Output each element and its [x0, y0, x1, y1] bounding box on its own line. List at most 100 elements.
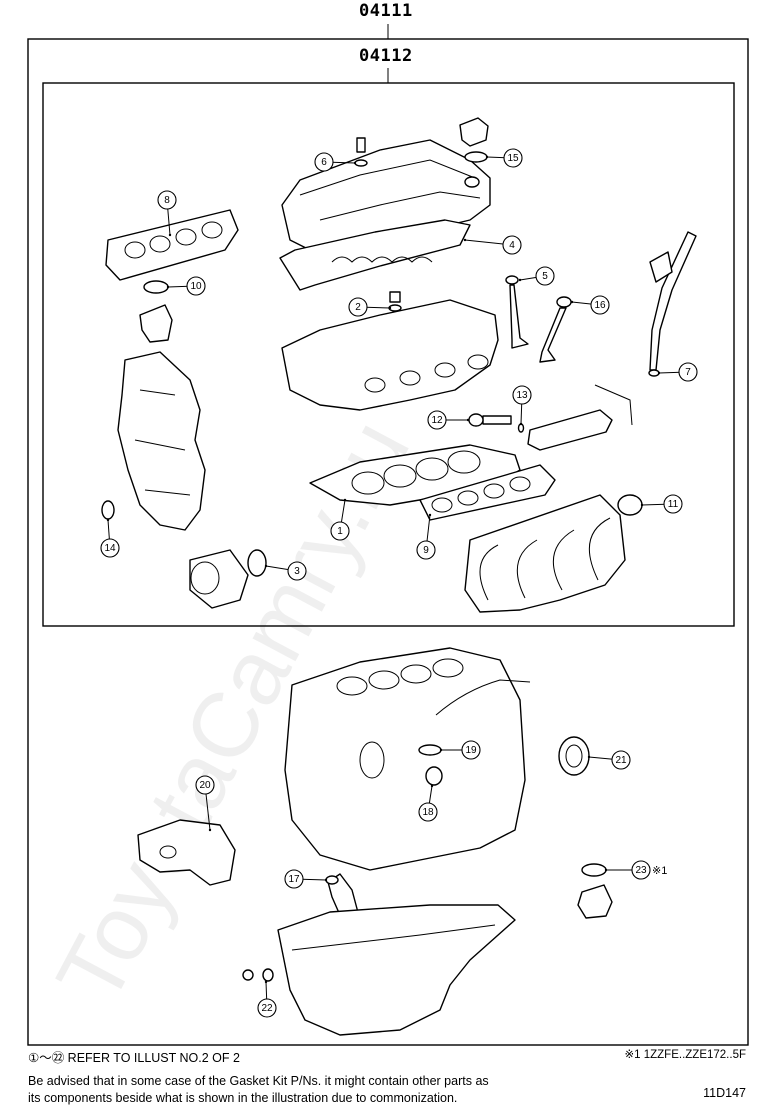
- callout-18: 18: [418, 784, 438, 822]
- callout-number: 16: [594, 300, 606, 311]
- callout-number: 3: [294, 566, 300, 577]
- callout-circle: [678, 362, 698, 382]
- callout-leader-end: [518, 278, 522, 282]
- callout-number: 12: [431, 415, 443, 426]
- refer-note: ①～㉒ REFER TO ILLUST NO.2 OF 2: [28, 1051, 240, 1065]
- callout-number: 13: [516, 390, 528, 401]
- callout-circle: [502, 235, 522, 255]
- water-inlet-housing: [189, 549, 267, 609]
- callout-number: 7: [685, 367, 691, 378]
- oil-filter-bracket: [577, 863, 613, 919]
- callout-number: 20: [199, 780, 211, 791]
- callout-leader-end: [168, 233, 172, 237]
- callout-circle: [512, 385, 532, 405]
- oil-filler-cap: [459, 117, 489, 163]
- callout-23: 23: [604, 860, 651, 880]
- callout-20: 20: [195, 775, 215, 832]
- callout-leader-end: [657, 371, 661, 375]
- callout-number: 17: [288, 874, 300, 885]
- drain-plug: [242, 968, 274, 982]
- callout-8: 8: [157, 190, 177, 237]
- callout-7: 7: [657, 362, 698, 382]
- callout-circle: [314, 152, 334, 172]
- callout-leader-end: [485, 155, 489, 159]
- advice-line-2: its components beside what is shown in t…: [28, 1091, 458, 1105]
- callout-12: 12: [427, 410, 470, 430]
- callout-number: 23: [635, 865, 647, 876]
- callout-circle: [427, 410, 447, 430]
- block-seal-18-part: [425, 766, 443, 786]
- intake-manifold-gasket-part: [419, 464, 556, 521]
- oil-level-gauge: [648, 231, 697, 377]
- illustration-id: 11D147: [703, 1086, 746, 1100]
- callout-circle: [416, 540, 436, 560]
- callout-13: 13: [512, 385, 532, 426]
- intake-valve: [505, 275, 529, 349]
- callout-number: 5: [542, 271, 548, 282]
- cylinder-head: [281, 299, 499, 411]
- callout-10: 10: [166, 276, 206, 296]
- callout-circle: [631, 860, 651, 880]
- throttle-gasket-part: [617, 494, 643, 516]
- callout-number: 22: [261, 1003, 273, 1014]
- callout-circle: [330, 521, 350, 541]
- callout-19: 19: [439, 740, 481, 760]
- callout-leader-end: [428, 513, 432, 517]
- callout-4: 4: [463, 235, 522, 255]
- callout-circle: [663, 494, 683, 514]
- exhaust-manifold-gasket-part: [105, 209, 239, 281]
- callout-number: 21: [615, 755, 627, 766]
- callout-leader-end: [604, 868, 608, 872]
- callout-circle: [611, 750, 631, 770]
- callout-circle: [100, 538, 120, 558]
- oil-pan: [277, 904, 516, 1036]
- callout-circle: [535, 266, 555, 286]
- callout-number: 1: [337, 526, 343, 537]
- callout-21: 21: [587, 750, 631, 770]
- callout-leader-end: [519, 422, 523, 426]
- callout-leader-end: [388, 306, 392, 310]
- callout-17: 17: [284, 869, 328, 889]
- inner-kit-number: 04112: [359, 46, 413, 66]
- callout-23-note: ※1: [652, 865, 667, 877]
- callout-leader-end: [587, 755, 591, 759]
- callout-16: 16: [570, 295, 610, 315]
- callout-number: 14: [104, 543, 116, 554]
- callout-leader-end: [208, 828, 212, 832]
- callout-number: 19: [465, 745, 477, 756]
- advice-line-1: Be advised that in some case of the Gask…: [28, 1074, 489, 1088]
- exhaust-valve: [539, 296, 572, 363]
- crankshaft-front-seal: [101, 500, 115, 520]
- callout-number: 10: [190, 281, 202, 292]
- callout-number: 11: [668, 499, 679, 510]
- cylinder-block: [284, 647, 531, 871]
- callout-9: 9: [416, 513, 436, 560]
- callout-circle: [287, 561, 307, 581]
- callout-circle: [186, 276, 206, 296]
- water-inlet: [137, 819, 236, 886]
- crankshaft-rear-seal: [558, 736, 590, 776]
- model-note: ※1 1ZZFE..ZZE172..5F: [624, 1049, 746, 1061]
- outer-kit-frame: [27, 38, 749, 1046]
- inner-kit-frame: [42, 82, 735, 627]
- intake-manifold: [464, 494, 626, 613]
- timing-chain-cover: [117, 351, 206, 531]
- callout-leader-end: [570, 300, 574, 304]
- callout-22: 22: [257, 980, 277, 1018]
- callout-leader-end: [439, 748, 443, 752]
- callout-number: 8: [164, 195, 170, 206]
- callout-leader-end: [264, 564, 268, 568]
- callout-leader-end: [353, 161, 357, 165]
- callout-number: 15: [507, 153, 519, 164]
- callout-3: 3: [264, 561, 307, 581]
- callout-leader-end: [166, 285, 170, 289]
- callout-circle: [503, 148, 523, 168]
- seal-2-part: [388, 291, 402, 312]
- callout-circle: [461, 740, 481, 760]
- callout-1: 1: [330, 498, 350, 541]
- callout-number: 2: [355, 302, 361, 313]
- callout-2: 2: [348, 297, 392, 317]
- callout-leader-end: [264, 980, 268, 984]
